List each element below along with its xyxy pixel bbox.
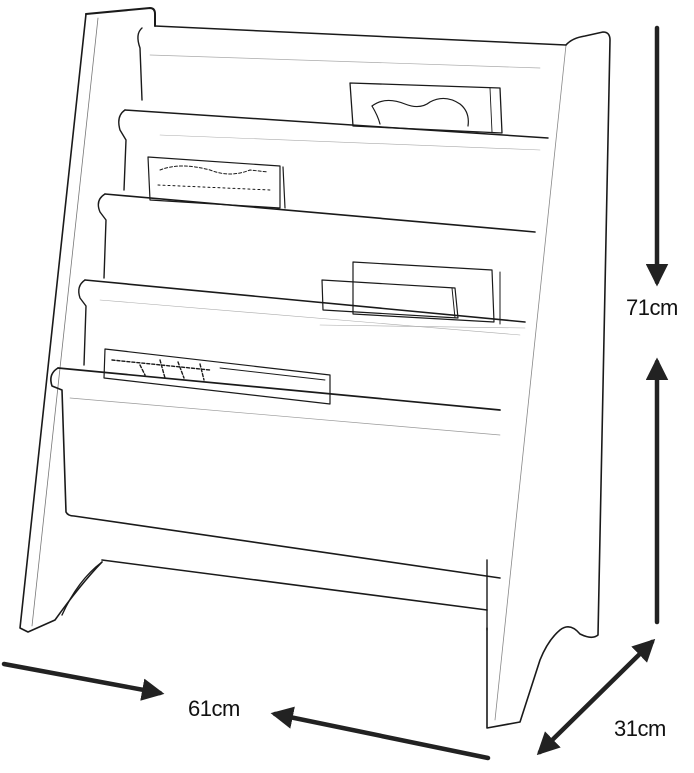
base-stretcher <box>101 559 488 611</box>
shelf-3 <box>97 193 536 329</box>
back-panel-top-edge <box>154 25 567 46</box>
shelf-4 <box>78 279 526 366</box>
book-3 <box>321 261 501 325</box>
dimension-arrows <box>1 25 669 761</box>
depth-arrow <box>536 638 656 756</box>
left-side-panel <box>19 7 156 633</box>
width-arrow-right <box>270 706 491 761</box>
right-side-panel <box>486 31 611 729</box>
left-foot-arch <box>61 561 103 616</box>
width-arrow-left <box>1 661 165 701</box>
book-1 <box>349 82 503 134</box>
width-dimension-label: 61cm <box>188 696 240 721</box>
height-dimension-label: 71cm <box>626 295 678 320</box>
bottom-sling <box>50 367 501 631</box>
shelf-2 <box>118 109 549 191</box>
depth-dimension-label: 31cm <box>614 716 666 741</box>
shelf-1 <box>137 27 541 101</box>
book-2 <box>147 156 286 209</box>
book-4 <box>103 348 331 405</box>
